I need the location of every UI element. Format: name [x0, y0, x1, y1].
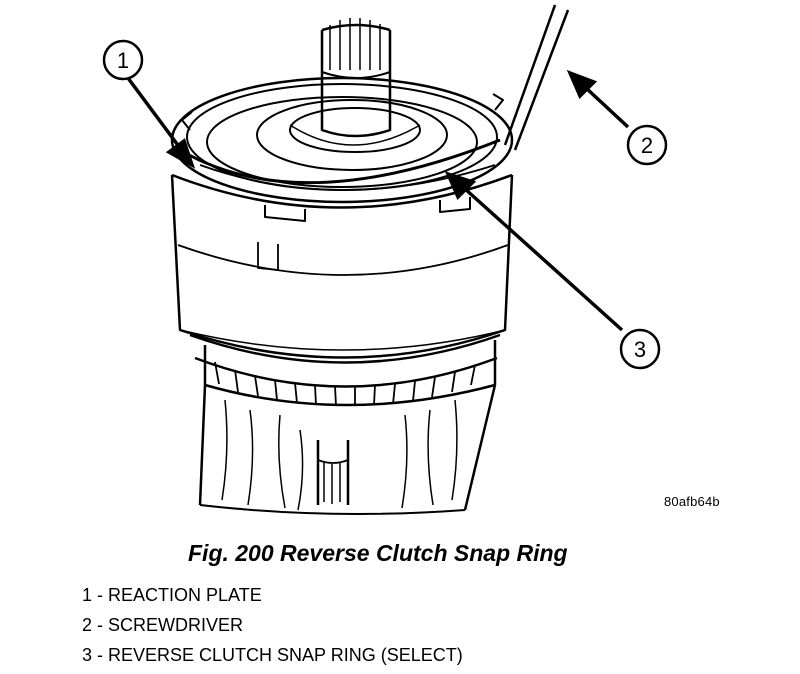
parts-legend: 1 - REACTION PLATE 2 - SCREWDRIVER 3 - R…	[82, 583, 463, 673]
legend-item: 1 - REACTION PLATE	[82, 585, 262, 605]
callout-number: 3	[634, 337, 646, 362]
leader-line-1	[126, 76, 182, 150]
legend-item: 2 - SCREWDRIVER	[82, 615, 244, 635]
callout-3: 3	[619, 328, 661, 370]
input-shaft	[320, 18, 392, 138]
leader-line-3	[462, 186, 624, 332]
gear-ring	[189, 333, 501, 407]
lower-drum	[198, 384, 497, 515]
output-shaft	[316, 440, 350, 505]
snap-ring	[179, 138, 501, 185]
arrowhead-3	[444, 171, 477, 201]
clutch-drum	[170, 173, 514, 359]
reaction-plate	[170, 76, 514, 222]
leader-line-2	[584, 86, 630, 129]
arrowhead-1	[165, 138, 196, 169]
clutch-assembly-illustration: 1 2 3	[102, 4, 668, 515]
figure-reference-code: 80afb64b	[664, 494, 720, 509]
callout-1: 1	[102, 39, 144, 81]
legend-item: 3 - REVERSE CLUTCH SNAP RING (SELECT)	[82, 645, 463, 665]
arrowhead-2	[566, 69, 598, 100]
screwdriver	[503, 4, 570, 151]
callout-number: 2	[641, 133, 653, 158]
inner-hub	[256, 99, 448, 171]
figure-caption: Fig. 200 Reverse Clutch Snap Ring	[188, 540, 568, 566]
callout-2: 2	[626, 124, 668, 166]
callout-number: 1	[117, 48, 129, 73]
